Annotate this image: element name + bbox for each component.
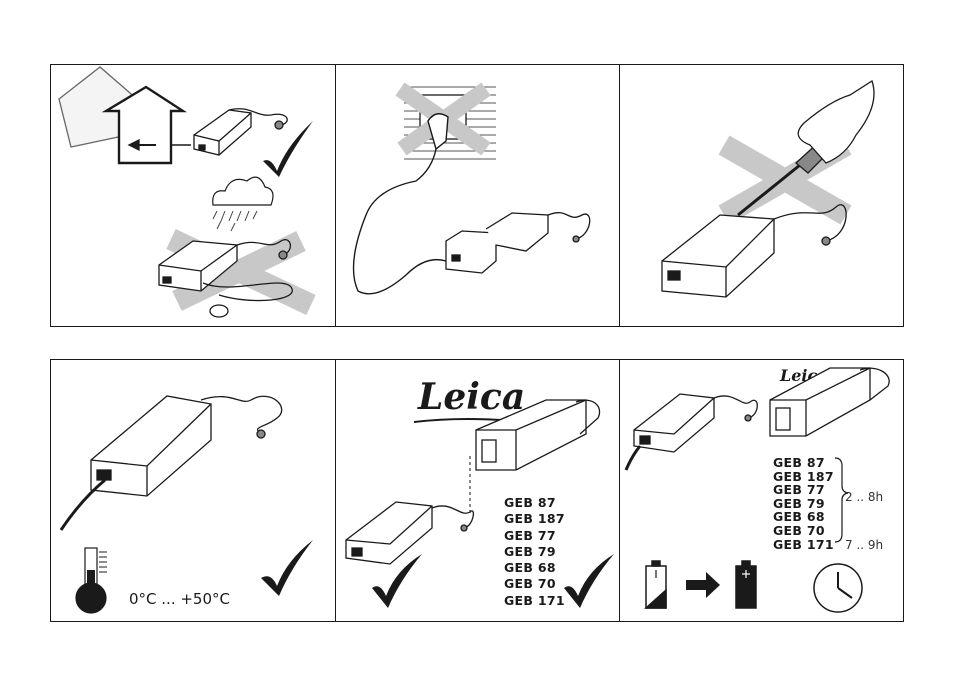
panel-compatible-batteries: Leica GEB 87 GEB 187 GEB 77 GEB 79 GEB 6… (335, 359, 620, 622)
battery-model: GEB 187 (773, 468, 834, 484)
power-supply-icon (193, 108, 288, 156)
power-supply-icon (445, 212, 591, 274)
battery-model: GEB 87 (773, 455, 825, 470)
power-supply-icon (624, 393, 758, 471)
checkmark-icon (263, 121, 313, 177)
panel-temperature: 0°C ... +50°C (50, 359, 336, 622)
panel-wall-socket (335, 64, 620, 327)
rain-cloud-icon (212, 176, 274, 232)
checkmark-icon (564, 554, 614, 608)
arrow-right-icon (686, 572, 720, 598)
battery-model: GEB 79 (773, 495, 825, 511)
temperature-range: 0°C ... +50°C (129, 590, 230, 608)
battery-model-list: GEB 87 GEB 187 GEB 77 GEB 79 GEB 68 GEB … (504, 495, 565, 609)
checkmark-icon (261, 540, 313, 596)
battery-model: GEB 70 (504, 576, 556, 592)
battery-model: GEB 79 (504, 543, 556, 559)
power-supply-icon (345, 501, 475, 565)
panel-do-not-open (619, 64, 904, 327)
panel-charging-time: Leica (619, 359, 904, 622)
hand-icon (797, 80, 875, 164)
battery-model: GEB 187 (504, 511, 565, 527)
charging-time-long: 7 .. 9h (845, 538, 884, 552)
battery-model: GEB 68 (504, 560, 556, 576)
clock-icon (813, 563, 863, 613)
battery-model: GEB 87 (504, 495, 556, 510)
power-supply-icon (661, 204, 847, 298)
panel-indoor-use (50, 64, 336, 327)
power-supply-icon (59, 395, 283, 531)
battery-model: GEB 70 (773, 522, 825, 538)
battery-empty-icon (644, 560, 667, 609)
battery-model: GEB 68 (773, 509, 825, 525)
checkmark-icon (372, 554, 422, 608)
battery-model: GEB 171 (504, 592, 565, 608)
battery-model: GEB 77 (773, 482, 825, 498)
house-icon (58, 66, 191, 165)
battery-model: GEB 171 (773, 536, 834, 552)
battery-model: GEB 77 (504, 527, 556, 543)
charging-time-short: 2 .. 8h (845, 490, 884, 504)
thermometer-icon (75, 547, 107, 614)
battery-full-icon (735, 560, 757, 609)
battery-model-list: GEB 87 GEB 187 GEB 77 GEB 79 GEB 68 GEB … (773, 456, 834, 551)
leica-logo: Leica (418, 376, 526, 418)
